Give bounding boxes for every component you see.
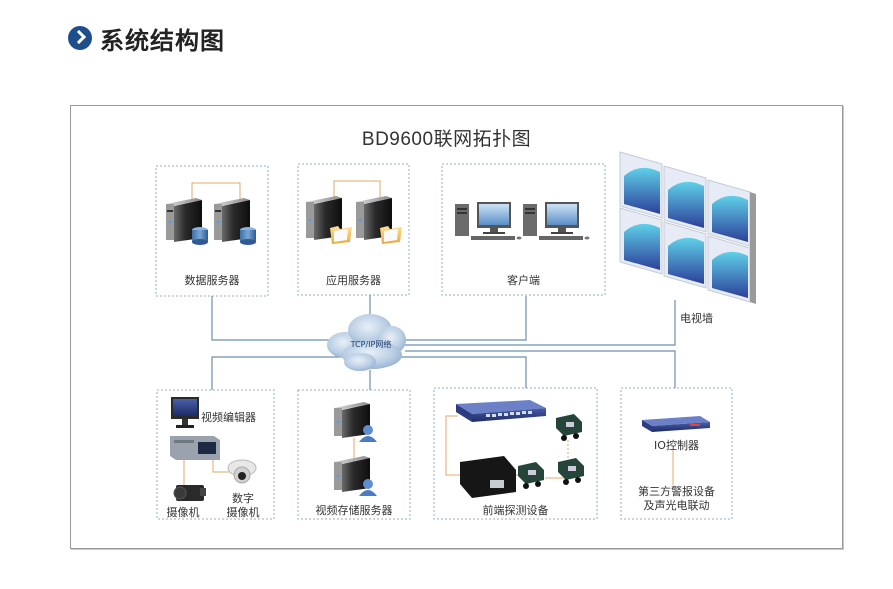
io-controller-icon (642, 416, 710, 432)
application-server-icon (306, 196, 402, 244)
camera-label: 摄像机 (166, 506, 200, 519)
camera-icon (173, 485, 206, 501)
storage-box (297, 389, 411, 520)
control-box-icon (460, 456, 516, 498)
line-client (400, 296, 527, 341)
client-label: 客户端 (507, 274, 540, 287)
section-title: 系统结构图 (100, 26, 225, 55)
alarm-label-2: 及声光电联动 (643, 499, 710, 512)
client-box (441, 163, 606, 296)
alarm-label-1: 第三方警报设备 (638, 485, 715, 498)
line-io (405, 350, 676, 388)
frontend-box (433, 387, 598, 520)
detector-icon (518, 414, 584, 489)
db-server-label: 数据服务器 (184, 274, 240, 287)
io-controller-label: IO控制器 (654, 439, 699, 452)
database-server-icon (166, 198, 256, 245)
video-editor-icon (170, 397, 220, 460)
line-video-wall (405, 300, 676, 346)
local-links (183, 180, 674, 485)
line-video-group (211, 356, 360, 390)
section-heading: 系统结构图 (68, 22, 225, 55)
line-db-server (211, 296, 360, 341)
storage-label: 视频存储服务器 (315, 504, 393, 517)
cloud-icon (327, 314, 406, 371)
storage-server-icon (334, 402, 377, 496)
app-server-label: 应用服务器 (326, 274, 381, 287)
digital-camera-label-2: 摄像机 (226, 506, 260, 519)
desktop-computer-icon (455, 202, 590, 240)
network-label: TCP/IP网络 (350, 340, 392, 349)
line-frontend (400, 356, 527, 388)
dome-camera-icon (227, 459, 257, 484)
diagram-title: BD9600联网拓扑图 (361, 129, 532, 150)
io-box (620, 387, 733, 520)
video-group-box (156, 389, 275, 520)
video-wall-label: 电视墙 (680, 312, 713, 325)
app-server-box (297, 163, 410, 296)
switch-icon (456, 400, 546, 422)
frontend-label: 前端探测设备 (482, 504, 549, 517)
chevron-right-circle-icon (68, 26, 92, 50)
video-wall-icon (619, 151, 756, 304)
network-lines (211, 295, 676, 390)
digital-camera-label-1: 数字 (232, 492, 254, 505)
video-editor-label: 视频编辑器 (201, 411, 256, 424)
